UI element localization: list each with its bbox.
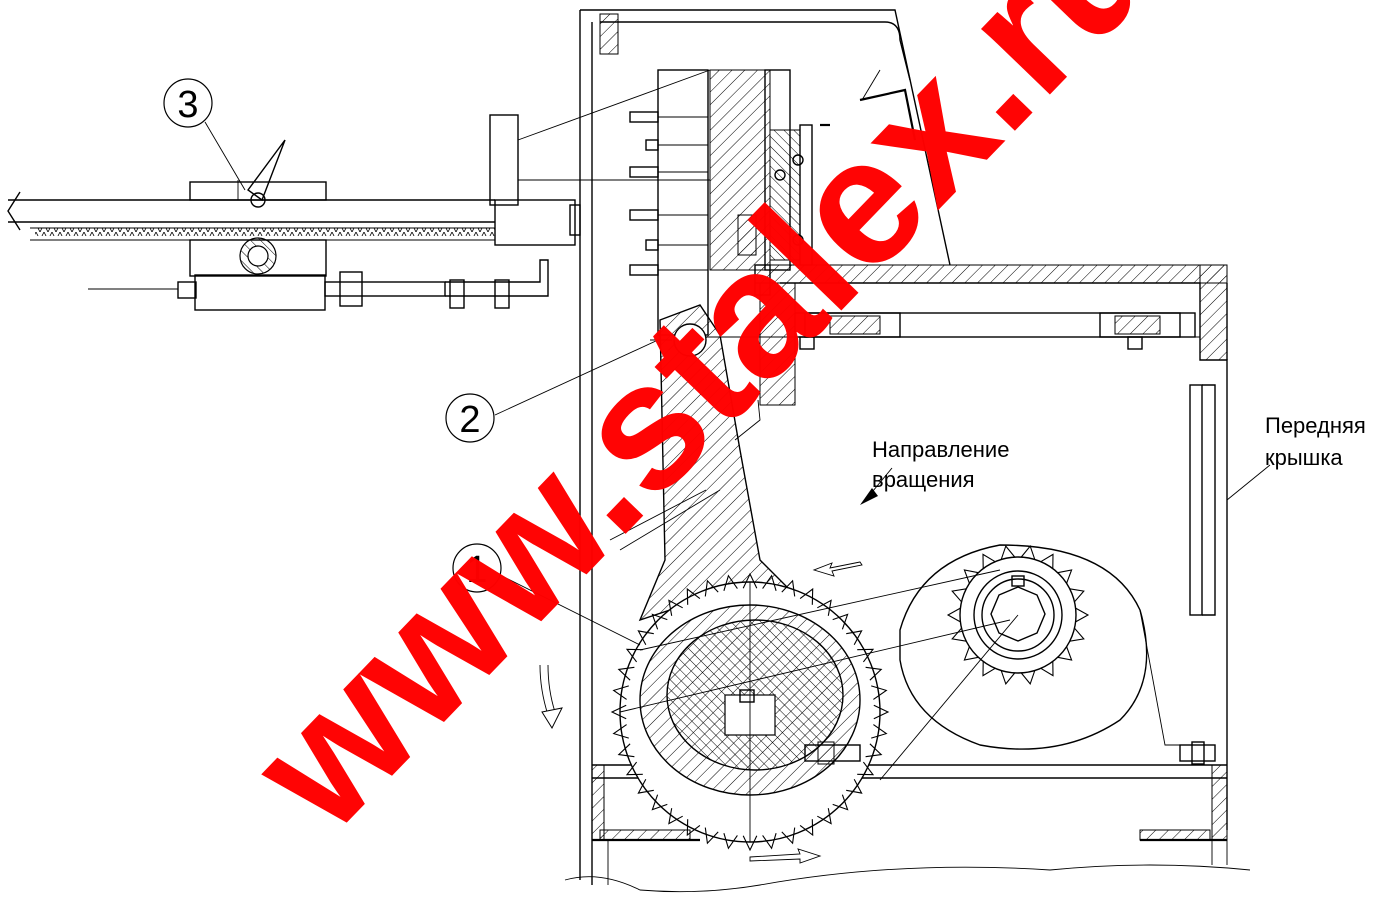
front-cover-label: Передняя крышка xyxy=(1265,413,1366,470)
svg-text:вращения: вращения xyxy=(872,467,975,492)
column-bolts xyxy=(629,111,708,276)
sprocket-teeth xyxy=(946,544,1090,686)
small-sprocket xyxy=(879,544,1200,781)
callout-leaders xyxy=(204,121,1271,646)
tensioner-bolts xyxy=(804,741,1216,765)
sprocket-teeth xyxy=(610,572,890,852)
rotation-arrows xyxy=(539,467,893,864)
vertical-column xyxy=(629,69,813,441)
svg-text:Направление: Направление xyxy=(872,437,1009,462)
callout-2: 2 xyxy=(445,393,495,443)
rack-assembly xyxy=(7,69,711,311)
svg-text:3: 3 xyxy=(177,84,198,126)
lever-arm xyxy=(609,304,802,622)
svg-text:Передняя: Передняя xyxy=(1265,413,1366,438)
svg-text:2: 2 xyxy=(459,399,480,441)
svg-text:1: 1 xyxy=(466,549,487,591)
large-sprocket xyxy=(610,569,1011,852)
callout-1: 1 xyxy=(452,543,502,593)
callout-3: 3 xyxy=(163,78,213,128)
svg-text:крышка: крышка xyxy=(1265,445,1343,470)
inner-rod xyxy=(700,312,1200,350)
rotation-direction-label: Направление вращения xyxy=(872,437,1009,492)
